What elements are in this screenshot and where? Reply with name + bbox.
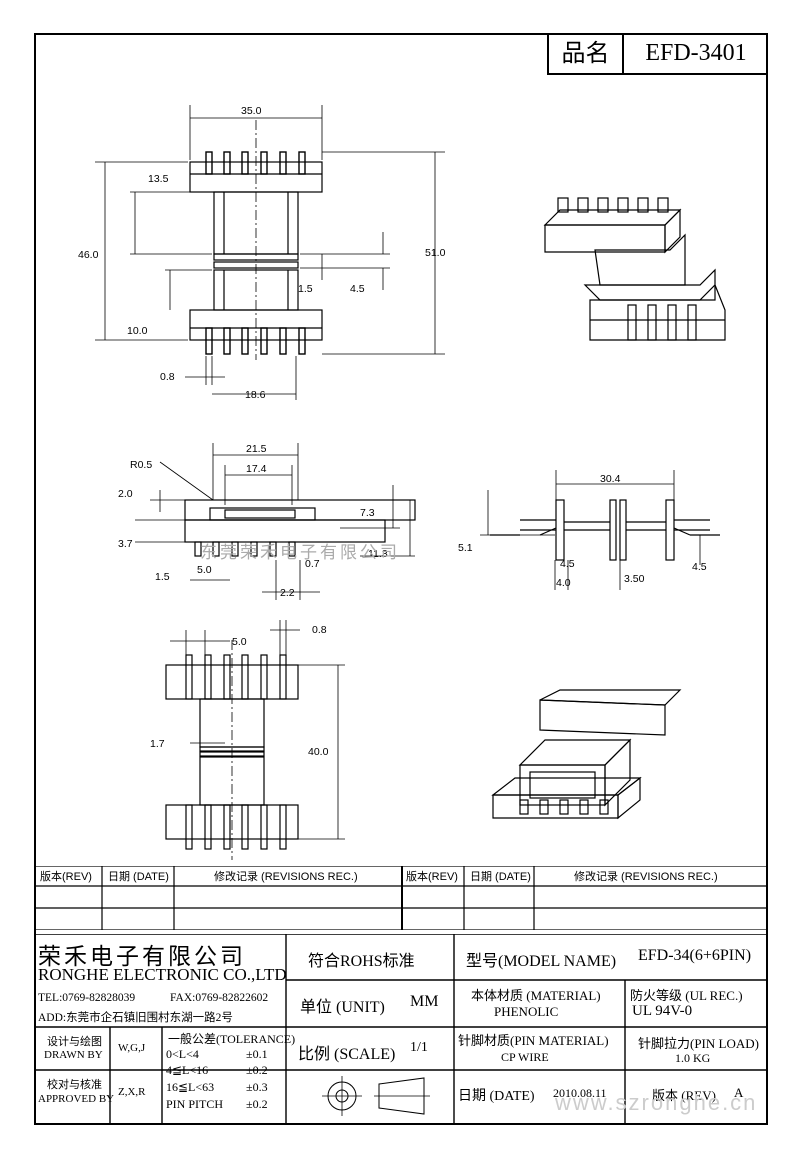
- dim-a: 35.0: [241, 105, 262, 117]
- drawing-frame: [34, 33, 768, 1125]
- dim-c: 46.0: [78, 249, 99, 261]
- rev-col-rec-1: 修改记录 (REVISIONS REC.): [214, 869, 358, 883]
- unit-value: MM: [410, 993, 439, 1010]
- material-value: PHENOLIC: [494, 1004, 559, 1019]
- model-label: 型号(MODEL NAME): [466, 953, 617, 970]
- scale-label: 比例 (SCALE): [298, 1046, 396, 1063]
- tolerance-value-2: ±0.2: [246, 1063, 268, 1077]
- date-label: 日期 (DATE): [458, 1089, 535, 1104]
- company-fax: FAX:0769-82822602: [170, 992, 269, 1004]
- dim-f: 51.0: [425, 247, 446, 259]
- dim-37: 3.7: [118, 538, 133, 550]
- dim-174: 17.4: [246, 463, 267, 475]
- revision-table: 版本(REV) 日期 (DATE) 修改记录 (REVISIONS REC.) …: [34, 866, 768, 930]
- tolerance-range-2: 4≦L<16: [166, 1063, 209, 1077]
- date-value: 2010.08.11: [553, 1086, 607, 1100]
- side-view: [135, 443, 416, 600]
- dim-45a: 4.5: [560, 558, 575, 570]
- dim-50: 5.0: [197, 564, 212, 576]
- dim-b: 13.5: [148, 173, 169, 185]
- product-name-value: EFD-3401: [645, 40, 747, 66]
- tolerance-range-3: 16≦L<63: [166, 1080, 215, 1094]
- dim-73: 7.3: [360, 507, 375, 519]
- product-name-label: 品名: [549, 33, 624, 73]
- tolerance-title: 一般公差(TOLERANCE): [168, 1032, 296, 1046]
- technical-drawings: 35.0 13.5 46.0 10.0 1.5 51.0 4.5 0.8 18.…: [78, 105, 726, 860]
- tolerance-value-3: ±0.3: [246, 1080, 268, 1094]
- model-value: EFD-34(6+6PIN): [638, 947, 752, 964]
- dim-51: 5.1: [458, 542, 473, 554]
- material-label: 本体材质 (MATERIAL): [471, 988, 601, 1003]
- dim-15: 1.5: [155, 571, 170, 583]
- rev-col-rec-2: 修改记录 (REVISIONS REC.): [574, 869, 718, 883]
- bottom-view: [165, 620, 345, 860]
- dim-e: 1.5: [298, 283, 313, 295]
- dim-g: 4.5: [350, 283, 365, 295]
- product-name-box: 品名 EFD-3401: [547, 33, 768, 75]
- dim-h: 0.8: [160, 371, 175, 383]
- company-name-en: RONGHE ELECTRONIC CO.,LTD: [38, 965, 287, 984]
- overlay-watermark: 东莞荣禾电子有限公司: [200, 543, 400, 562]
- tolerance-value-4: ±0.2: [246, 1097, 268, 1111]
- rev-col-date-2: 日期 (DATE): [470, 870, 531, 883]
- tolerance-range-1: 0<L<4: [166, 1047, 199, 1061]
- dim-22: 2.2: [280, 587, 295, 599]
- dim-350: 3.50: [624, 573, 645, 585]
- ul-label: 防火等级 (UL REC.): [630, 988, 743, 1003]
- dim-215: 21.5: [246, 443, 267, 455]
- dim-20: 2.0: [118, 488, 133, 500]
- rev-col-rev-1: 版本(REV): [40, 869, 92, 883]
- dim-b50: 5.0: [232, 636, 247, 648]
- dim-r05: R0.5: [130, 459, 152, 471]
- rev-value: A: [734, 1085, 744, 1100]
- approved-cn: 校对与核准: [47, 1079, 102, 1091]
- company-address: ADD:东莞市企石镇旧围村东湖一路2号: [38, 1012, 233, 1024]
- company-name-cn: 荣禾电子有限公司: [38, 944, 246, 970]
- dim-40: 4.0: [556, 577, 571, 589]
- dim-i: 18.6: [245, 389, 266, 401]
- dim-304: 30.4: [600, 473, 621, 485]
- pin-load-label: 针脚拉力(PIN LOAD): [638, 1036, 759, 1051]
- designed-en: DRAWN BY: [44, 1049, 103, 1061]
- designed-value: W,G,J: [118, 1042, 146, 1054]
- tolerance-value-1: ±0.1: [246, 1047, 268, 1061]
- top-view: [95, 105, 445, 400]
- company-tel: TEL:0769-82828039: [38, 992, 136, 1004]
- pin-material-value: CP WIRE: [501, 1050, 549, 1064]
- pin-load-value: 1.0 KG: [675, 1051, 711, 1065]
- pin-material-label: 针脚材质(PIN MATERIAL): [458, 1033, 609, 1048]
- dim-b08: 0.8: [312, 624, 327, 636]
- dim-b17: 1.7: [150, 738, 165, 750]
- site-watermark: www.szronghe.cn: [555, 1090, 758, 1115]
- approved-en: APPROVED BY: [38, 1093, 115, 1105]
- title-block: [34, 934, 768, 1125]
- ul-value: UL 94V-0: [632, 1003, 693, 1019]
- end-view: [480, 470, 720, 590]
- approved-value: Z,X,R: [118, 1086, 146, 1098]
- dim-b400: 40.0: [308, 746, 329, 758]
- isometric-view-1: [543, 197, 726, 341]
- designed-cn: 设计与绘图: [47, 1036, 102, 1048]
- dim-113: 11.3: [368, 548, 388, 560]
- dim-07: 0.7: [305, 558, 320, 570]
- unit-label: 单位 (UNIT): [300, 999, 385, 1016]
- rohs-label: 符合ROHS标准: [308, 953, 415, 970]
- rev-col-date-1: 日期 (DATE): [108, 870, 169, 883]
- scale-value: 1/1: [410, 1040, 428, 1055]
- rev-label: 版本 (REV): [652, 1088, 716, 1103]
- rev-col-rev-2: 版本(REV): [406, 869, 458, 883]
- tolerance-range-4: PIN PITCH: [166, 1097, 224, 1111]
- isometric-view-2: [491, 689, 682, 820]
- dim-d: 10.0: [127, 325, 148, 337]
- dim-45b: 4.5: [692, 561, 707, 573]
